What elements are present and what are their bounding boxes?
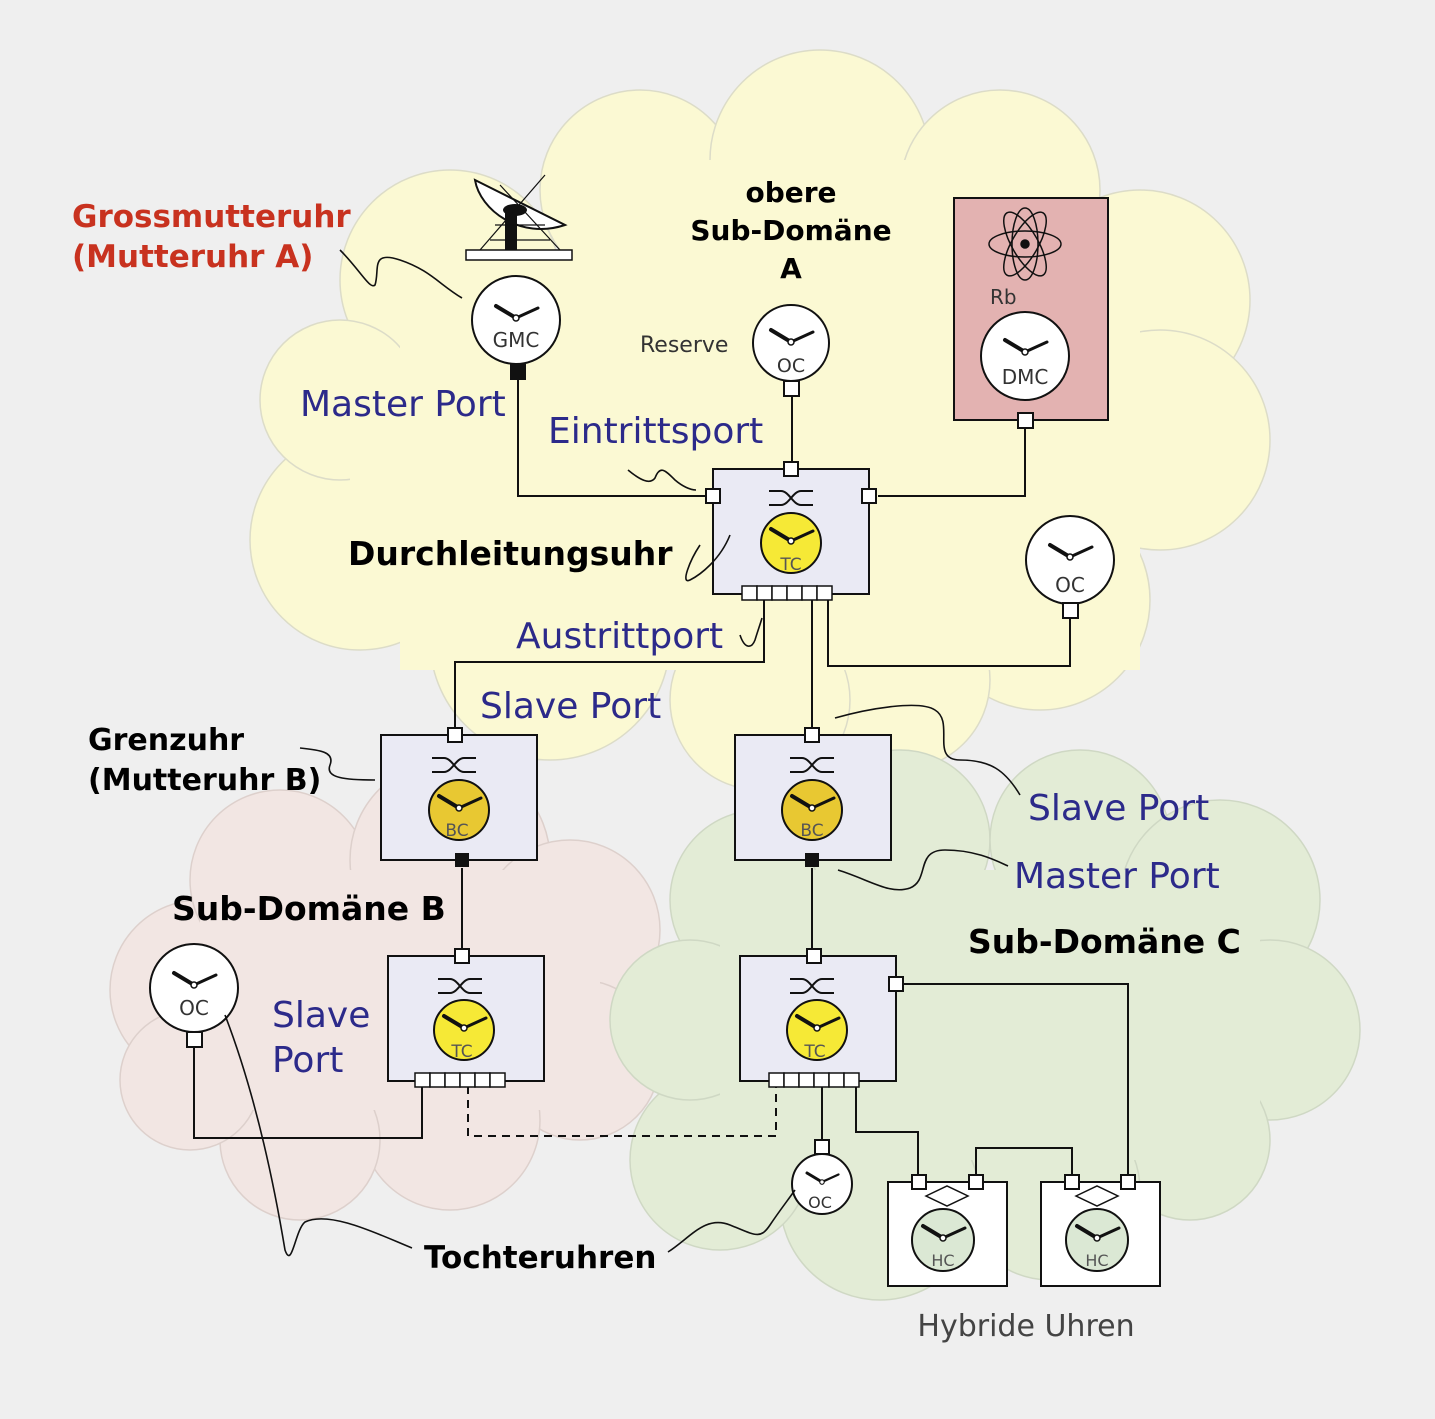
transparent-clock-b: TC	[387, 948, 545, 1088]
upper-domain-label-line2: Sub-Domäne	[690, 214, 891, 247]
boundary-clock-c: BC	[734, 727, 892, 867]
gmc-label: GMC	[493, 328, 540, 352]
leader-lines	[224, 249, 1021, 1257]
connections	[193, 380, 1129, 1176]
ordinary-clock-right: OC	[1025, 515, 1115, 619]
upper-domain-label-line3: A	[780, 252, 802, 285]
sub-domain-c-label: Sub-Domäne C	[968, 922, 1241, 961]
svg-text:TC: TC	[803, 1042, 825, 1062]
svg-text:OC: OC	[777, 355, 805, 377]
svg-text:TC: TC	[779, 555, 801, 575]
svg-text:DMC: DMC	[1002, 365, 1049, 389]
master-port-a-label: Master Port	[300, 384, 506, 425]
grandmaster-clock: GMC	[471, 275, 561, 380]
daughter-clocks-label: Tochteruhren	[424, 1240, 656, 1276]
transparent-clock-c: TC	[739, 948, 904, 1088]
hybrid-clocks-label: Hybride Uhren	[917, 1309, 1134, 1344]
rb-label: Rb	[990, 285, 1017, 309]
satellite-dish-icon	[465, 174, 573, 261]
svg-text:BC: BC	[445, 821, 468, 841]
svg-text:BC: BC	[800, 821, 823, 841]
grandmaster-label-line2: (Mutteruhr A)	[72, 239, 313, 275]
ordinary-clock-c: OC	[791, 1139, 853, 1215]
reserve-label: Reserve	[640, 333, 728, 358]
hybrid-clock-2: HC	[1040, 1174, 1161, 1287]
atom-icon	[988, 207, 1062, 281]
slave-port-c-label: Slave Port	[1028, 788, 1209, 829]
svg-text:OC: OC	[179, 996, 209, 1020]
boundary-clock-label-line1: Grenzuhr	[88, 723, 244, 758]
svg-text:OC: OC	[1055, 573, 1085, 597]
hybrid-clock-1: HC	[887, 1174, 1008, 1287]
slave-port-top-label: Slave Port	[480, 686, 661, 727]
svg-text:TC: TC	[450, 1042, 472, 1062]
upper-domain-label-line1: obere	[745, 176, 836, 209]
master-port-c-label: Master Port	[1014, 856, 1220, 897]
transparent-clock-label: Durchleitungsuhr	[348, 534, 673, 573]
entry-port-label: Eintrittsport	[548, 411, 763, 452]
svg-text:HC: HC	[931, 1251, 954, 1270]
slave-port-b-label-line2: Port	[272, 1040, 343, 1081]
transparent-clock-top: TC	[705, 461, 877, 601]
svg-text:HC: HC	[1085, 1251, 1108, 1270]
rubidium-clock-box: Rb DMC	[953, 197, 1109, 429]
svg-text:OC: OC	[808, 1193, 832, 1212]
exit-port-label: Austrittport	[516, 616, 723, 657]
slave-port-b-label-line1: Slave	[272, 995, 370, 1036]
boundary-clock-b: BC	[380, 727, 538, 867]
boundary-clock-label-line2: (Mutteruhr B)	[88, 763, 321, 798]
grandmaster-label-line1: Grossmutteruhr	[72, 199, 351, 235]
sub-domain-b-label: Sub-Domäne B	[172, 889, 446, 928]
reserve-ordinary-clock: OC	[752, 304, 830, 397]
ordinary-clock-b: OC	[149, 943, 239, 1048]
